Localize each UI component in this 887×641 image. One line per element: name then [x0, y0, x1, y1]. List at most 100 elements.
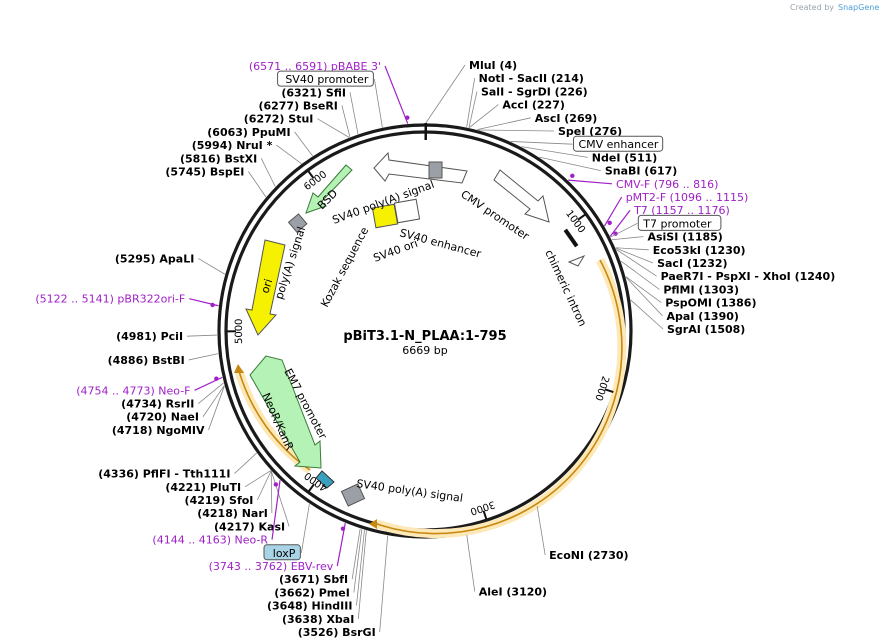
- site-leader-line: [356, 529, 365, 606]
- restriction-site-label: PspOMI (1386): [665, 297, 756, 310]
- restriction-site-label: (5745) BspEI: [165, 166, 244, 179]
- tick-label: 2000: [592, 374, 610, 402]
- feature-box: [263, 544, 301, 561]
- primer-mark: [607, 220, 612, 226]
- site-leader-line: [270, 471, 273, 514]
- feature-box: [572, 135, 664, 152]
- primer-label: T7 (1157 .. 1176): [633, 204, 730, 217]
- tick-mark: [308, 483, 315, 492]
- site-leader-line: [536, 506, 546, 556]
- site-leader-line: [615, 247, 654, 264]
- site-leader-line: [357, 530, 367, 619]
- primers: CMV-F (796 .. 816)pMT2-F (1096 .. 1115)T…: [35, 60, 748, 573]
- site-leader-line: [270, 471, 290, 527]
- restriction-site-label: AsiSI (1185): [647, 231, 722, 244]
- restriction-site-label: SacI (1232): [657, 257, 727, 270]
- tick-label: 3000: [469, 498, 497, 516]
- primer-label: (3743 .. 3762) EBV-rev: [209, 560, 334, 573]
- site-leader-line: [425, 64, 466, 124]
- restriction-site-label: MluI (4): [469, 59, 517, 72]
- tick-mark: [604, 388, 614, 394]
- restriction-site-label: SnaBI (617): [605, 165, 678, 178]
- site-leader-line: [478, 129, 555, 132]
- restriction-site-label: (4336) PflFI - Tth111I: [98, 468, 230, 481]
- primer-mark: [405, 115, 410, 120]
- site-leader-line: [615, 247, 649, 251]
- feature-box-label: loxP: [273, 547, 296, 560]
- restriction-site-label: AscI (269): [535, 112, 598, 125]
- plasmid-name: pBiT3.1-N_PLAA:1-795: [343, 329, 506, 344]
- primer-leader-line: [609, 209, 631, 237]
- tick-label: 5000: [234, 319, 245, 344]
- site-leader-line: [349, 92, 359, 135]
- restriction-site-label: (3638) XbaI: [282, 613, 354, 626]
- sv40-ori-box: [371, 203, 399, 229]
- site-leader-line: [477, 117, 531, 131]
- site-leader-line: [468, 91, 478, 128]
- restriction-site-label: (4219) SfoI: [185, 494, 254, 507]
- chimeric-intron-mark: [563, 228, 579, 248]
- primer-mark: [340, 526, 346, 531]
- hatched-box-bottom: [340, 483, 366, 507]
- snapgene-brand: SnapGene: [838, 3, 879, 12]
- feature-box: [277, 70, 374, 87]
- restriction-site-label: (3648) HindIII: [267, 600, 352, 613]
- site-leader-line: [257, 470, 272, 501]
- site-leader-line: [466, 534, 476, 592]
- site-leader-line: [611, 236, 644, 241]
- restriction-site-label: AleI (3120): [479, 586, 547, 599]
- feature-box: [637, 214, 722, 231]
- site-leader-line: [466, 78, 476, 128]
- site-leader-line: [625, 276, 662, 303]
- primer-label: pMT2-F (1096 .. 1115): [626, 191, 749, 204]
- site-leader-line: [625, 277, 663, 317]
- site-leader-line: [248, 171, 267, 198]
- site-leader-line: [353, 529, 363, 593]
- label-sv40-polya-bottom: SV40 poly(A) signal: [356, 477, 464, 505]
- tick-mark: [307, 170, 315, 179]
- site-leader-line: [630, 299, 664, 330]
- restriction-site-label: PaeR7I - PspXI - XhoI (1240): [661, 270, 836, 283]
- restriction-site-label: EcoNI (2730): [549, 549, 628, 562]
- site-leader-line: [351, 528, 361, 580]
- sv40-enhancer-box: [393, 198, 421, 224]
- restriction-site-label: (3662) PmeI: [274, 586, 350, 599]
- site-leader-line: [244, 470, 271, 488]
- site-leader-line: [187, 334, 218, 337]
- site-leader-line: [317, 118, 350, 138]
- primer-mark: [214, 376, 219, 381]
- restriction-site-label: (6321) SfiI: [281, 86, 346, 99]
- restriction-site-label: NdeI (511): [592, 151, 657, 164]
- site-leader-line: [260, 158, 276, 187]
- box-leader-line: [373, 79, 383, 128]
- small-feature-marker: [315, 470, 335, 489]
- primer-leader-line: [568, 179, 613, 185]
- site-leader-line: [468, 104, 499, 129]
- box-leader-line: [510, 141, 573, 145]
- cmv-promoter-arrow: [493, 169, 550, 223]
- site-leader-line: [198, 258, 226, 275]
- restriction-site-label: (6063) PpuMI: [207, 126, 290, 139]
- site-leader-line: [234, 452, 257, 474]
- restriction-site-label: (4886) BstBI: [108, 354, 185, 367]
- label-ori: ori: [258, 277, 275, 295]
- primer-leader-line: [603, 196, 623, 227]
- orf-arc: [369, 257, 627, 539]
- restriction-site-label: SgrAI (1508): [667, 323, 745, 336]
- primer-label: (4144 .. 4163) Neo-R: [152, 534, 268, 547]
- site-leader-line: [341, 105, 351, 138]
- feature-box-label: T7 promoter: [642, 217, 712, 230]
- primer-leader-line: [271, 480, 281, 540]
- restriction-site-label: (5994) NruI *: [192, 139, 273, 152]
- plasmid-size: 6669 bp: [402, 344, 447, 357]
- neor-kanr-arrow: [249, 355, 322, 469]
- restriction-site-label: (4218) NarI: [197, 507, 268, 520]
- feature-box-label: CMV enhancer: [578, 138, 658, 151]
- site-leader-line: [616, 249, 657, 277]
- restriction-site-label: (4720) NaeI: [126, 411, 199, 424]
- restriction-site-label: (4718) NgoMIV: [112, 424, 205, 437]
- site-leader-line: [379, 535, 389, 633]
- restriction-site-label: (3671) SbfI: [279, 573, 348, 586]
